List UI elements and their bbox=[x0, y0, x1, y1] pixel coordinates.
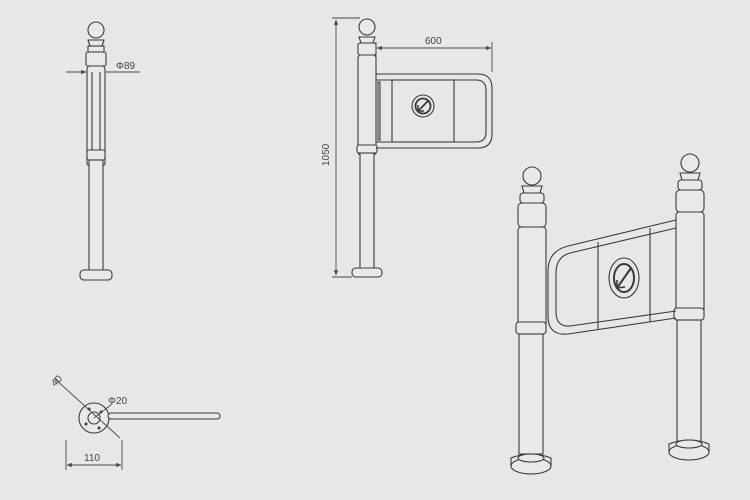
left-post bbox=[510, 166, 552, 475]
no-entry-arrow-icon bbox=[414, 97, 432, 115]
side-view: Φ89 bbox=[66, 21, 140, 281]
base-width-label: 110 bbox=[84, 453, 100, 464]
top-view: Φ20 40 110 bbox=[49, 373, 221, 470]
gate-arm bbox=[547, 219, 677, 335]
tube-diameter-label: Φ20 bbox=[108, 396, 128, 407]
post-diameter-label: Φ89 bbox=[116, 61, 136, 72]
overall-height-label: 1050 bbox=[321, 143, 332, 166]
front-view: 1050 600 bbox=[321, 17, 493, 278]
no-entry-arrow-icon bbox=[613, 263, 635, 293]
angle-label: 40 bbox=[49, 373, 65, 389]
arm-length-label: 600 bbox=[425, 36, 442, 47]
right-post bbox=[668, 153, 710, 461]
isometric-view bbox=[510, 153, 710, 475]
